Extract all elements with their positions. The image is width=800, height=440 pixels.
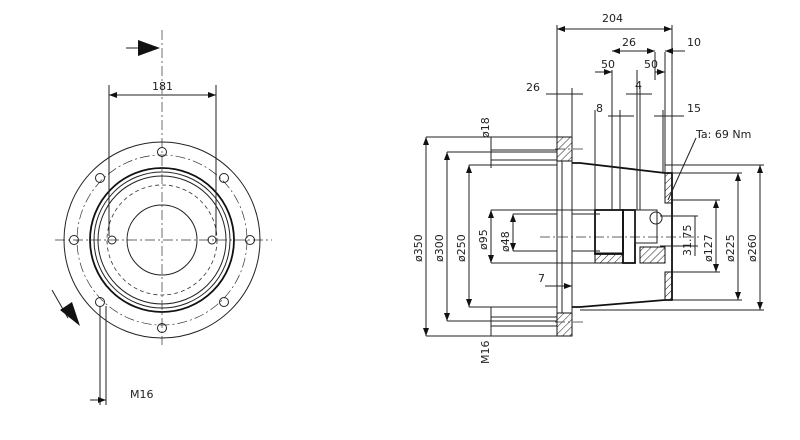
dia-260: ø260 <box>746 234 759 262</box>
coupling-hub <box>594 209 624 255</box>
bolt-holes <box>69 147 255 333</box>
thread-label-section: M16 <box>479 341 492 365</box>
clamp-screw <box>649 211 663 225</box>
dia-250: ø250 <box>455 234 468 262</box>
thread-label-front: M16 <box>130 388 154 401</box>
dim-10: 10 <box>687 36 701 49</box>
front-view: 181 M16 <box>51 30 272 405</box>
dia-225: ø225 <box>724 234 737 262</box>
section-arrow-icon <box>60 302 80 326</box>
section-view: 204 26 10 50 50 4 26 8 15 Ta: 69 Nm 7 ø1… <box>412 12 764 364</box>
dia-127: ø127 <box>702 234 715 262</box>
dim-8: 8 <box>596 102 603 115</box>
torque-note: Ta: 69 Nm <box>695 128 751 141</box>
hub-bore-circle <box>126 204 198 276</box>
dim-204: 204 <box>602 12 623 25</box>
dim-26-flange: 26 <box>526 81 540 94</box>
dim-4: 4 <box>635 79 642 92</box>
outer-flange-circle <box>63 141 261 339</box>
section-arrow-icon <box>138 40 160 56</box>
dia-48: ø48 <box>499 231 512 252</box>
dia-300: ø300 <box>433 234 446 262</box>
dim-181: 181 <box>152 80 173 93</box>
flange-bottom <box>556 312 573 337</box>
dim-15: 15 <box>687 102 701 115</box>
dim-26-top: 26 <box>622 36 636 49</box>
dia-95: ø95 <box>477 229 490 250</box>
dim-31-75: 31.75 <box>681 225 694 257</box>
dim-7: 7 <box>538 272 545 285</box>
dim-50-right: 50 <box>644 58 658 71</box>
dia-18: ø18 <box>479 117 492 138</box>
dim-50-left: 50 <box>601 58 615 71</box>
dia-350: ø350 <box>412 234 425 262</box>
